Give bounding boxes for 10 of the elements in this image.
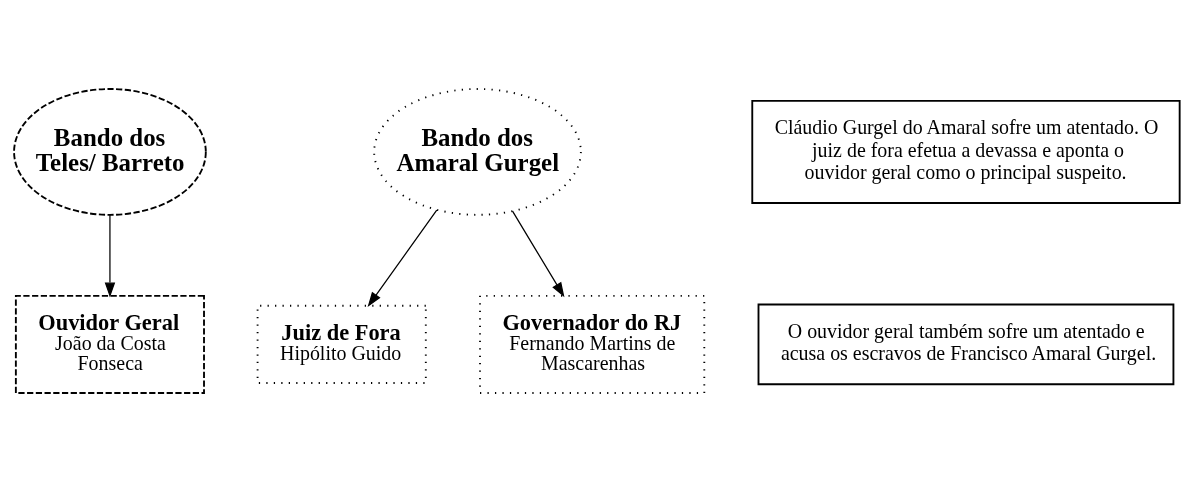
node-box: Ouvidor Geral João da Costa Fonseca [14, 294, 205, 394]
node-box: Juiz de Fora Hipólito Guido [256, 304, 427, 384]
arrow [104, 214, 116, 298]
node-ellipse: Bando dos Amaral Gurgel [373, 88, 582, 216]
node-box: Governador do RJ Fernando Martins de Mascarenhas [479, 294, 706, 394]
arrow [511, 210, 565, 298]
node-ellipse: Bando dos Teles/ Barreto [13, 88, 207, 216]
node-box: Cláudio Gurgel do Amaral sofre um atentado. O juiz de fora efetua a devassa e aponta o ouvidor geral como o principal suspeito. [751, 99, 1181, 204]
arrow [367, 209, 438, 307]
node-box: O ouvidor geral também sofre um atentado e acusa os escravos de Francisco Amaral Gurgel. [757, 303, 1175, 386]
